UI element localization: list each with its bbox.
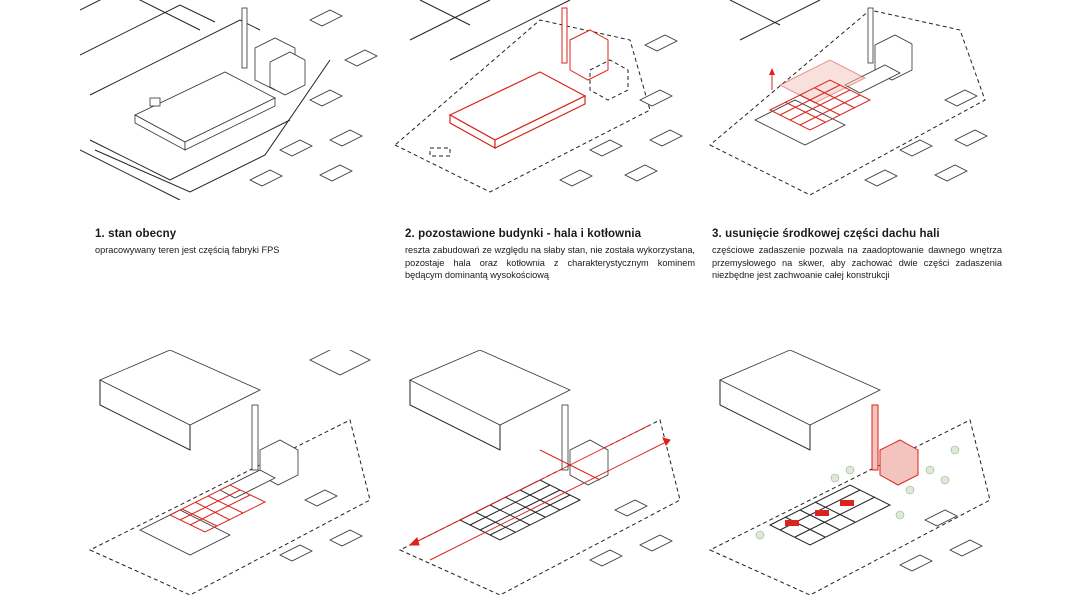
step-1-description: opracowywany teren jest częścią fabryki …	[95, 245, 280, 255]
step-2-title: 2. pozostawione budynki - hala i kotłown…	[405, 228, 642, 240]
step-3-title: 3. usunięcie środkowej części dachu hali	[712, 228, 940, 240]
step-3-caption: 3. usunięcie środkowej części dachu hali…	[712, 228, 1002, 282]
step-3-description: częściowe zadaszenie pozwala na zaadopto…	[712, 245, 1002, 280]
axonometric-drawing-4	[88, 350, 371, 596]
diagram-panel-5	[390, 350, 690, 596]
diagram-panel-3	[700, 0, 1000, 200]
step-2-description: reszta zabudowań ze względu na słaby sta…	[405, 245, 695, 280]
diagram-panel-6	[700, 350, 1000, 596]
step-1-title: 1. stan obecny	[95, 228, 177, 240]
axonometric-drawing-3	[709, 0, 988, 196]
step-1-caption: 1. stan obecny opracowywany teren jest c…	[95, 228, 385, 257]
axonometric-drawing-2	[394, 0, 683, 193]
axonometric-drawing-5	[398, 350, 681, 596]
step-2-caption: 2. pozostawione budynki - hala i kotłown…	[405, 228, 695, 282]
diagram-panel-2	[390, 0, 690, 200]
axonometric-drawing-1	[80, 0, 378, 200]
diagram-panel-4	[80, 350, 380, 596]
diagram-panel-1	[80, 0, 380, 200]
axonometric-drawing-6	[708, 350, 991, 596]
